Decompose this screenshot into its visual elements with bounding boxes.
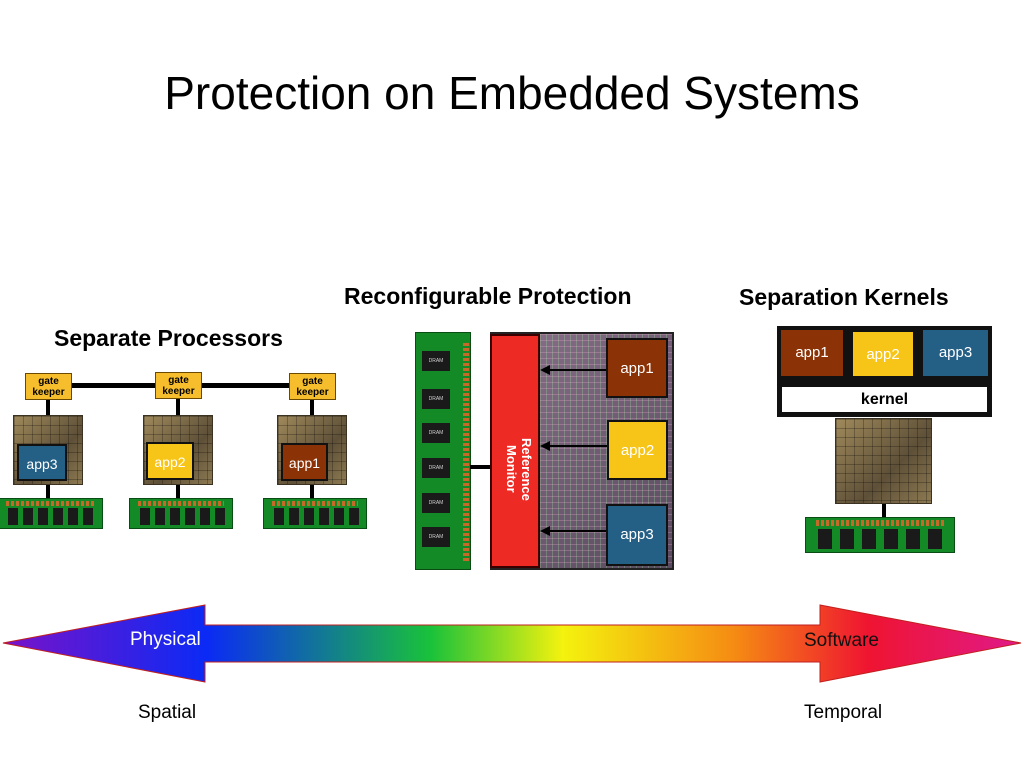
dram-chip [884, 529, 898, 549]
dram-chip [274, 508, 284, 525]
app2-box: app2 [851, 330, 915, 378]
dram-chip-label: DRAM [428, 500, 444, 506]
processor-chip [835, 418, 932, 504]
app-label: app1 [795, 344, 829, 361]
dram-chip-label: DRAM [428, 396, 444, 402]
app-label: app2 [620, 442, 655, 459]
spectrum-arrow [2, 604, 1022, 683]
arrowhead [540, 365, 550, 375]
monitor-arrows [540, 365, 608, 536]
dram-chip [185, 508, 195, 525]
gate-keeper-box: gate keeper [289, 373, 336, 400]
app-label: app3 [26, 456, 58, 472]
software-label: Software [804, 630, 879, 651]
dram-chip: DRAM [422, 389, 450, 409]
dram-chip [349, 508, 359, 525]
dram-chip [319, 508, 329, 525]
dram-chip [818, 529, 832, 549]
app-label: app1 [620, 360, 654, 377]
physical-label: Physical [130, 629, 201, 650]
dram-chip-label: DRAM [428, 358, 444, 364]
dram-chip [200, 508, 210, 525]
dram-chip: DRAM [422, 493, 450, 513]
app1-box: app1 [779, 328, 845, 378]
app-label: app2 [866, 346, 900, 363]
app3-box: app3 [17, 444, 67, 481]
temporal-caption: Temporal [804, 702, 883, 723]
dram-chip [53, 508, 63, 525]
app-label: app3 [620, 526, 654, 543]
dram-chip [862, 529, 876, 549]
dram-chip [8, 508, 18, 525]
dram-chip [23, 508, 33, 525]
dram-module [129, 498, 233, 529]
app-label: app1 [288, 455, 321, 471]
dram-chip: DRAM [422, 527, 450, 547]
dram-chip-label: DRAM [428, 465, 444, 471]
gate-keeper-label: gate keeper [32, 376, 65, 398]
dram-chip [334, 508, 344, 525]
gate-keeper-label: gate keeper [296, 376, 329, 398]
reference-monitor: Reference Monitor [490, 334, 540, 568]
dram-chip [140, 508, 150, 525]
dram-chip [83, 508, 93, 525]
connector [46, 400, 50, 416]
dram-chip [215, 508, 225, 525]
dram-chip [906, 529, 920, 549]
connector [882, 504, 886, 518]
page-title: Protection on Embedded Systems [164, 67, 860, 119]
connector [310, 400, 314, 416]
app-label: app3 [938, 344, 973, 361]
dram-chip [170, 508, 180, 525]
dram-chip [304, 508, 314, 525]
app-label: app2 [154, 454, 186, 470]
dram-chip [38, 508, 48, 525]
gate-keeper-box: gate keeper [25, 373, 72, 400]
app1-box: app1 [281, 443, 328, 481]
spatial-caption: Spatial [138, 702, 197, 723]
dram-module [805, 517, 955, 553]
dram-module-vertical: DRAM DRAM DRAM DRAM DRAM DRAM [415, 332, 471, 570]
kernel-box: kernel [781, 386, 988, 413]
gate-keeper-label: gate keeper [162, 375, 195, 397]
dram-chip [155, 508, 165, 525]
app3-box: app3 [606, 504, 668, 566]
app3-box: app3 [921, 328, 990, 378]
app1-box: app1 [606, 338, 668, 398]
gate-keeper-box: gate keeper [155, 372, 202, 399]
dram-chip: DRAM [422, 423, 450, 443]
dram-chip [840, 529, 854, 549]
dram-chip [928, 529, 942, 549]
connector [176, 485, 180, 499]
connector [310, 485, 314, 499]
dram-chip [289, 508, 299, 525]
arrowhead [540, 526, 550, 536]
kernel-label: kernel [860, 391, 909, 408]
dram-chip: DRAM [422, 458, 450, 478]
reconfigurable-protection-heading: Reconfigurable Protection [344, 283, 632, 309]
dram-chip-label: DRAM [428, 430, 444, 436]
separate-processors-heading: Separate Processors [54, 325, 283, 351]
arrowhead [540, 441, 550, 451]
dram-chip-label: DRAM [428, 534, 444, 540]
dram-link [470, 465, 492, 469]
dram-module [0, 498, 103, 529]
spectrum-arrow-shape [2, 604, 1022, 683]
dram-module [263, 498, 367, 529]
separation-kernels-heading: Separation Kernels [739, 284, 949, 310]
app2-box: app2 [146, 442, 194, 480]
dram-chip [68, 508, 78, 525]
connector [176, 399, 180, 416]
app2-box: app2 [607, 420, 668, 480]
dram-chip: DRAM [422, 351, 450, 371]
reference-monitor-label: Reference Monitor [504, 437, 534, 501]
connector [46, 485, 50, 499]
